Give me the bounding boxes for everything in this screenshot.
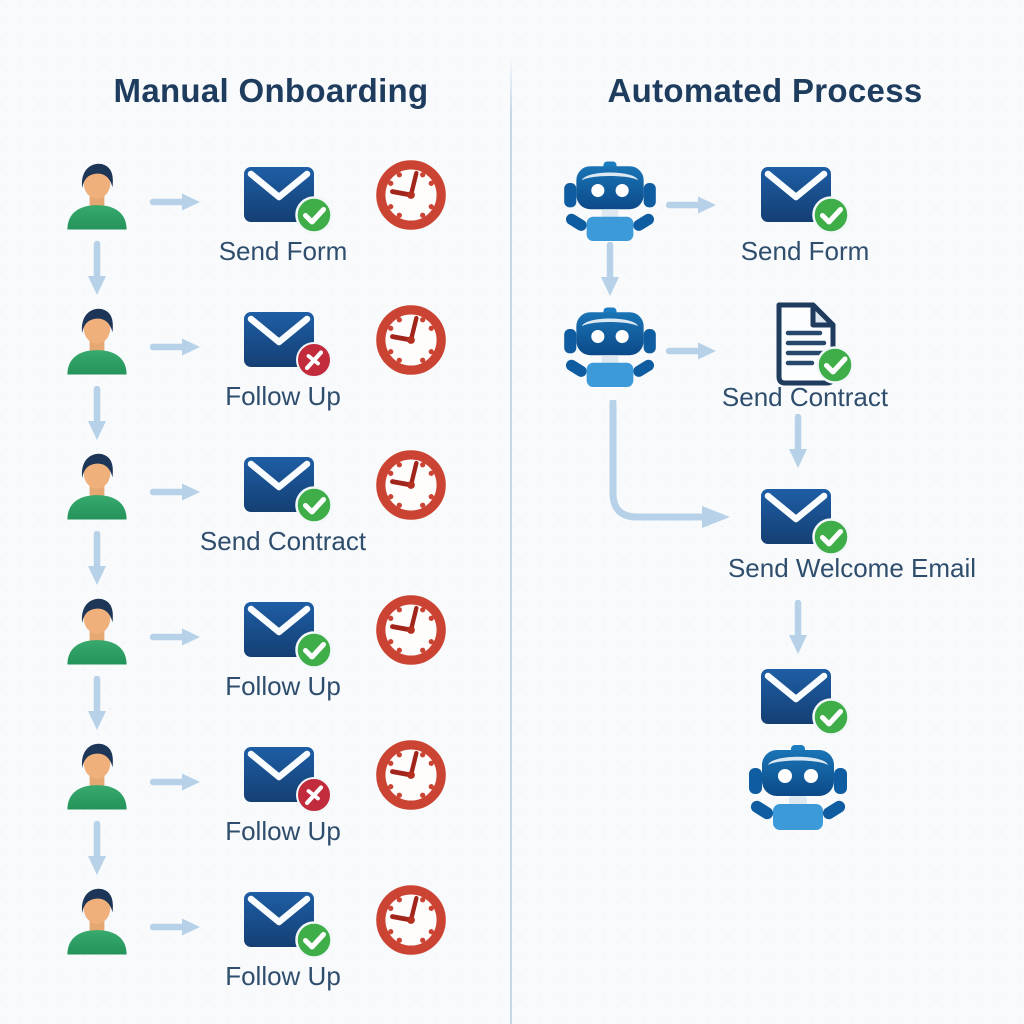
envelope-check-icon	[243, 166, 335, 238]
envelope-alert-icon	[243, 311, 335, 383]
manual-step-row: Follow Up	[0, 848, 512, 993]
step-label: Follow Up	[225, 816, 341, 846]
step-label: Send Form	[740, 236, 870, 266]
column-divider	[510, 55, 512, 1024]
arrow-right-icon	[150, 626, 202, 648]
arrow-right-icon	[150, 336, 202, 358]
envelope-check-icon	[760, 668, 852, 740]
envelope-check-icon	[760, 488, 852, 560]
person-icon	[60, 448, 134, 520]
clock-icon	[374, 883, 448, 957]
person-icon	[60, 738, 134, 810]
envelope-alert-icon	[243, 746, 335, 818]
arrow-right-icon	[150, 481, 202, 503]
clock-icon	[374, 303, 448, 377]
clock-icon	[374, 158, 448, 232]
manual-step-row: Send Contract	[0, 413, 512, 558]
arrow-right-icon	[150, 916, 202, 938]
clock-icon	[374, 738, 448, 812]
robot-icon	[563, 155, 657, 241]
step-label: Follow Up	[225, 381, 341, 411]
manual-step-row: Follow Up	[0, 558, 512, 703]
arrow-right-icon	[150, 191, 202, 213]
envelope-check-icon	[760, 166, 852, 238]
step-label: Send Contract	[721, 382, 889, 412]
arrow-right-icon	[150, 771, 202, 793]
step-label: Follow Up	[225, 961, 341, 991]
envelope-check-icon	[243, 601, 335, 673]
person-icon	[60, 593, 134, 665]
manual-step-row: Send Form	[0, 123, 512, 268]
arrow-down-icon	[786, 600, 810, 656]
clock-icon	[374, 448, 448, 522]
step-label: Follow Up	[225, 671, 341, 701]
arrow-down-icon	[786, 414, 810, 470]
automated-column-title: Automated Process	[607, 72, 923, 109]
envelope-check-icon	[243, 891, 335, 963]
curved-connector-arrow	[609, 400, 730, 528]
person-icon	[60, 883, 134, 955]
arrow-right-icon	[666, 194, 718, 216]
envelope-check-icon	[243, 456, 335, 528]
manual-step-row: Follow Up	[0, 703, 512, 848]
step-label: Send Welcome Email	[727, 553, 977, 583]
step-label: Send Form	[218, 236, 348, 266]
clock-icon	[374, 593, 448, 667]
manual-column-title: Manual Onboarding	[113, 72, 429, 109]
robot-icon	[748, 738, 848, 830]
person-icon	[60, 303, 134, 375]
person-icon	[60, 158, 134, 230]
document-check-icon	[762, 300, 856, 388]
manual-step-row: Follow Up	[0, 268, 512, 413]
arrow-down-icon	[598, 242, 622, 298]
robot-icon	[563, 301, 657, 387]
arrow-right-icon	[666, 340, 718, 362]
step-label: Send Contract	[199, 526, 367, 556]
